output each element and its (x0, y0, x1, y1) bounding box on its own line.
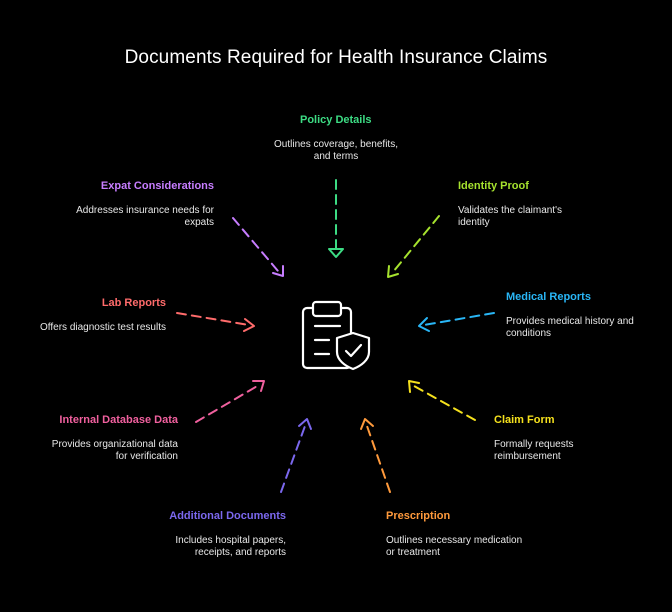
claim-form-title: Claim Form (494, 414, 555, 426)
medical-reports-desc: Provides medical history and conditions (506, 316, 634, 339)
internal-database-data-title: Internal Database Data (59, 414, 178, 426)
internal-arrow (195, 380, 265, 423)
lab-arrow (176, 312, 255, 332)
identity-proof-desc: Validates the claimant's identity (458, 205, 562, 228)
medical-reports-title: Medical Reports (506, 291, 591, 303)
additional-documents-desc: Includes hospital papers, receipts, and … (175, 535, 286, 558)
clipboard-check-icon (301, 300, 371, 371)
additional-arrow (280, 418, 312, 493)
expat-arrow (232, 217, 284, 277)
additional-documents-title: Additional Documents (169, 510, 286, 522)
expat-considerations-desc: Addresses insurance needs for expats (76, 205, 214, 228)
diagram-title: Documents Required for Health Insurance … (124, 47, 548, 68)
identity-proof-title: Identity Proof (458, 180, 529, 192)
lab-reports-title: Lab Reports (101, 297, 166, 309)
claim-form-desc: Formally requests reimbursement (494, 439, 574, 462)
policy-details-desc: Outlines coverage, benefits, and terms (274, 139, 398, 162)
policy-arrow (328, 179, 344, 258)
claim-arrow (408, 380, 476, 421)
prescription-desc: Outlines necessary medication or treatme… (386, 535, 523, 558)
medical-arrow (418, 312, 495, 332)
prescription-title: Prescription (386, 510, 451, 522)
internal-database-data-desc: Provides organizational data for verific… (51, 439, 178, 462)
identity-arrow (387, 215, 440, 278)
prescription-arrow (360, 418, 391, 493)
expat-considerations-title: Expat Considerations (100, 180, 214, 192)
lab-reports-desc: Offers diagnostic test results (40, 322, 166, 333)
policy-details-title: Policy Details (300, 114, 372, 126)
